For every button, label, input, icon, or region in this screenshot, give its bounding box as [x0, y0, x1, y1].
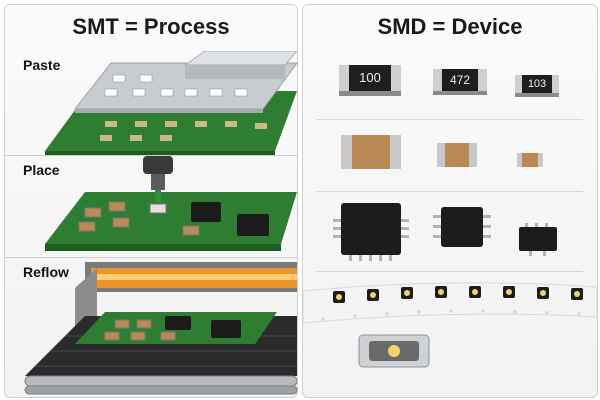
squeegee-blade: [183, 51, 297, 66]
ic-row: [303, 195, 597, 267]
place-step-label: Place: [23, 162, 60, 178]
step-divider: [5, 155, 297, 156]
stencil-apertures: [104, 74, 248, 97]
smd-leds: [303, 282, 597, 368]
qfp-ic-large: [333, 203, 409, 261]
capacitor-large: [341, 135, 401, 169]
resistor-code-label: 472: [449, 73, 471, 87]
smt-panel-title: SMT = Process: [72, 14, 230, 39]
step-divider: [5, 257, 297, 258]
sot-ic-small: [519, 223, 557, 256]
reflow-illustration: [24, 262, 297, 395]
row-divider: [317, 191, 583, 192]
reflowed-soic-chip: [211, 320, 241, 338]
reflow-step: Reflow: [5, 258, 297, 397]
pcb-board-edge: [45, 151, 275, 155]
placed-capacitors: [78, 201, 200, 236]
smd-device-panel: SMD = Device 100 472: [302, 4, 598, 398]
placed-soic-chip: [237, 214, 269, 236]
heater-line: [91, 274, 297, 280]
capacitor-small: [517, 153, 543, 167]
place-illustration: [45, 156, 297, 251]
reflow-step-label: Reflow: [23, 264, 69, 280]
resistor-row: 100 472 103: [303, 51, 597, 115]
nozzle-tip: [155, 190, 161, 202]
resistor-small: [515, 75, 559, 97]
smd-resistors: [339, 65, 559, 97]
row-divider: [317, 271, 583, 272]
single-led-package: [358, 334, 430, 368]
led-row: [303, 273, 597, 393]
reflowed-ic-chip: [165, 316, 191, 330]
smt-process-panel: SMT = Process Paste: [4, 4, 298, 398]
pcb-board: [45, 192, 297, 244]
capacitor-medium: [437, 143, 477, 167]
resistor-medium: [433, 69, 487, 95]
solder-pads: [100, 121, 267, 141]
placed-ic-chip: [191, 202, 221, 222]
resistor-code-label: 100: [359, 70, 381, 85]
nozzle-head: [143, 156, 173, 174]
smd-panel-title: SMD = Device: [377, 14, 523, 39]
taped-leds: [333, 286, 583, 303]
soic-ic-medium: [433, 207, 491, 247]
paste-illustration: [45, 51, 297, 155]
smd-ics: [333, 203, 557, 261]
tape-sprocket-holes: [321, 309, 581, 321]
paste-step: Paste: [5, 51, 297, 155]
reflowed-capacitors: [104, 319, 176, 341]
nozzle-body: [151, 174, 165, 190]
capacitor-row: [303, 123, 597, 187]
place-step: Place: [5, 156, 297, 256]
paste-step-label: Paste: [23, 57, 61, 73]
resistor-large: [339, 65, 401, 96]
resistor-code-label: 103: [527, 78, 547, 90]
held-component: [149, 203, 167, 214]
smd-capacitors: [341, 135, 543, 169]
pcb-board-edge: [45, 244, 281, 251]
row-divider: [317, 119, 583, 120]
led-carrier-tape: [303, 282, 597, 324]
squeegee-body: [185, 65, 285, 79]
conveyor-rollers: [24, 375, 297, 395]
stencil-edge: [75, 109, 263, 113]
